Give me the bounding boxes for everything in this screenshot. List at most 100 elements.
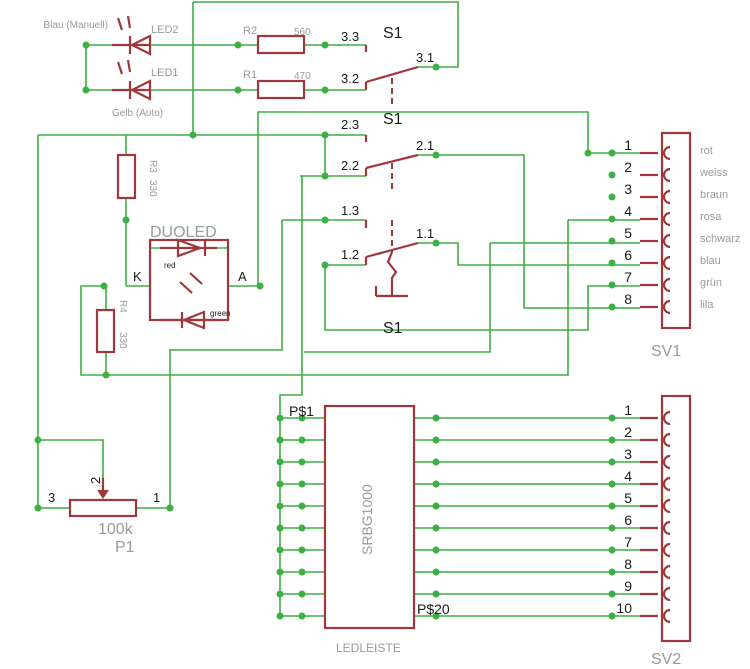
resistor-r3 [116, 153, 137, 200]
sv1-pin-socket [662, 233, 671, 249]
sv2-pin-number: 4 [624, 468, 632, 484]
sv1-wire-color: lila [700, 299, 714, 311]
ledleiste-left-dot [276, 612, 284, 620]
sv1-pin-dot [608, 149, 616, 157]
sv2-pin-number: 6 [624, 512, 632, 528]
sv1-pin-socket [662, 277, 671, 293]
sv2-pin-number: 9 [624, 578, 632, 594]
pot-pin-2: 2 [88, 477, 103, 484]
ledleiste-left-dot [276, 414, 284, 422]
led2 [112, 15, 152, 56]
sv1-pin-dot [608, 259, 616, 267]
r1-name: R1 [243, 69, 257, 81]
sv2-pin-socket [662, 432, 671, 448]
sv2-pin-socket [662, 476, 671, 492]
s1-pin-2-3: 2.3 [341, 117, 359, 132]
sv1-pin-dot [608, 237, 616, 245]
sv1-pin-number: 8 [624, 291, 632, 307]
ledleiste-left-dot [298, 414, 306, 422]
ledleiste-left-dot [276, 568, 284, 576]
sv1-pin-number: 4 [624, 203, 632, 219]
ledleiste-left-dot [298, 436, 306, 444]
sv1-wire-color: rot [700, 145, 713, 157]
sv2-pin-number: 8 [624, 556, 632, 572]
sv2-pin-dot [608, 414, 616, 422]
sv1-pin-number: 7 [624, 269, 632, 285]
sv1-pin-dot [608, 171, 616, 179]
pot-name: P1 [115, 539, 135, 556]
ledleiste-pin-first: P$1 [289, 403, 314, 419]
sv2-pin-dot [608, 546, 616, 554]
led1 [112, 59, 152, 101]
ledleiste-part: SRBG1000 [359, 484, 375, 555]
sv1-pin-number: 2 [624, 159, 632, 175]
pot-pin-1: 1 [153, 490, 160, 505]
duoled [148, 238, 230, 330]
sv1-pin-number: 1 [624, 137, 632, 153]
potentiometer-p1 [68, 478, 138, 518]
ledleiste [323, 404, 416, 630]
sv2-pin-socket [662, 498, 671, 514]
sv2-pin-socket [662, 454, 671, 470]
s1-name-top: S1 [383, 25, 403, 42]
ledleiste-left-dot [298, 524, 306, 532]
sv1-pin-dot [608, 281, 616, 289]
ledleiste-left-dot [298, 612, 306, 620]
duoled-k-label: K [133, 269, 142, 284]
ledleiste-right-dot [432, 480, 440, 488]
sv1-pin-socket [662, 145, 671, 161]
s1-pin-1-1: 1.1 [416, 226, 434, 241]
led1-desc: Gelb (Auto) [112, 108, 163, 119]
sv1-pin-dot [608, 193, 616, 201]
sv2-pin-dot [608, 502, 616, 510]
r2-value: 560 [294, 27, 311, 38]
sv2-pin-dot [608, 524, 616, 532]
s1-pin-3-1: 3.1 [416, 50, 434, 65]
pot-pin-3: 3 [48, 490, 55, 505]
sv2-pin-socket [662, 410, 671, 426]
ledleiste-left-dot [276, 458, 284, 466]
sv1-wire-color: rosa [700, 211, 722, 223]
sv2-pin-dots [608, 414, 616, 620]
ledleiste-left-dot [298, 546, 306, 554]
s1-pin-2-1: 2.1 [416, 138, 434, 153]
sv2-pin-dot [608, 436, 616, 444]
ledleiste-pin-last: P$20 [417, 601, 450, 617]
duoled-green-label: green [210, 309, 230, 318]
ledleiste-name: LEDLEISTE [336, 641, 401, 655]
r3-value: 330 [147, 180, 158, 197]
s1-pin-3-2: 3.2 [341, 71, 359, 86]
sv2-pin-socket [662, 608, 671, 624]
ledleiste-left-dot [298, 502, 306, 510]
ledleiste-left-dot [276, 436, 284, 444]
sv2-pin-dot [608, 612, 616, 620]
sv1-pin-socket [662, 189, 671, 205]
sv1-pin-dots [608, 149, 616, 311]
switch-s1 [364, 45, 419, 298]
sv2-pin-number: 1 [624, 402, 632, 418]
sv1-name: SV1 [651, 343, 681, 360]
led1-name: LED1 [151, 67, 179, 79]
sv2-pin-number: 7 [624, 534, 632, 550]
pot-value: 100k [98, 521, 134, 538]
ledleiste-left-dot [276, 524, 284, 532]
s1-pin-1-3: 1.3 [341, 203, 359, 218]
resistor-r1 [256, 79, 306, 100]
ledleiste-right-dot [432, 436, 440, 444]
sv2-pin-socket [662, 542, 671, 558]
ledleiste-left-dot [276, 502, 284, 510]
resistor-r2 [256, 34, 306, 55]
ledleiste-pin-dots [276, 414, 440, 620]
ledleiste-right-dot [432, 612, 440, 620]
sv1-pin-number: 3 [624, 181, 632, 197]
ledleiste-left-dot [276, 480, 284, 488]
r2-name: R2 [243, 25, 257, 37]
sv1-pin-socket [662, 211, 671, 227]
s1-name-mid: S1 [383, 111, 403, 128]
ledleiste-left-dot [298, 458, 306, 466]
ledleiste-right-dot [432, 590, 440, 598]
s1-pin-3-3: 3.3 [341, 29, 359, 44]
